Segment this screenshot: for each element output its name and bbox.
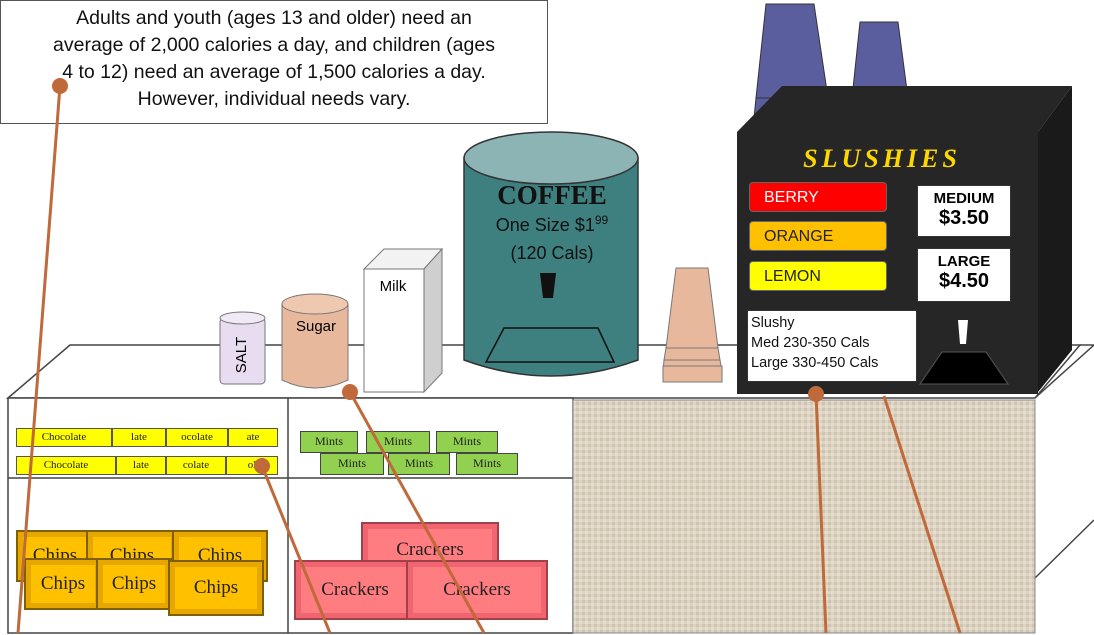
price-size-label: LARGE: [918, 253, 1010, 270]
crackers-box: Crackers: [406, 560, 548, 620]
chocolate-bar: Chocolate: [16, 456, 116, 475]
price-medium: MEDIUM $3.50: [917, 185, 1011, 237]
crackers-box: Crackers: [294, 560, 416, 620]
chocolate-bar: ol: [226, 456, 278, 475]
mints-pack: Mints: [320, 453, 384, 475]
flavor-berry: BERRY: [749, 182, 887, 212]
slushies-title: SLUSHIES: [792, 144, 972, 174]
chocolate-bar: ate: [228, 428, 278, 447]
price-value: $3.50: [918, 207, 1010, 230]
cup-stack-peach: [662, 266, 724, 384]
salt-label: SALT: [222, 333, 262, 377]
flavor-orange: ORANGE: [749, 221, 887, 251]
flavor-lemon: LEMON: [749, 261, 887, 291]
price-size-label: MEDIUM: [918, 190, 1010, 207]
coffee-calories: (120 Cals): [462, 243, 642, 264]
mints-pack: Mints: [366, 431, 430, 453]
coffee-price-cents: 99: [595, 213, 608, 227]
milk-label: Milk: [364, 278, 422, 295]
mints-pack: Mints: [300, 431, 358, 453]
mints-pack: Mints: [436, 431, 498, 453]
chocolate-bar: late: [112, 428, 166, 447]
info-line: Med 230-350 Cals: [751, 333, 913, 353]
chips-bag: Chips: [24, 558, 102, 610]
info-line: Large 330-450 Cals: [751, 353, 913, 373]
chips-bag: Chips: [168, 560, 264, 616]
info-line: Slushy: [751, 313, 913, 333]
chocolate-bar: late: [116, 456, 166, 475]
coffee-size-label: One Size $1: [496, 215, 595, 235]
mints-pack: Mints: [456, 453, 518, 475]
slushy-calorie-info: Slushy Med 230-350 Cals Large 330-450 Ca…: [747, 310, 917, 382]
coffee-price: One Size $199: [462, 213, 642, 236]
chocolate-bar: Chocolate: [16, 428, 112, 447]
chocolate-bar: ocolate: [166, 428, 228, 447]
coffee-title: COFFEE: [462, 180, 642, 211]
price-value: $4.50: [918, 270, 1010, 293]
sugar-label: Sugar: [280, 318, 352, 335]
chips-bag: Chips: [96, 558, 172, 610]
chocolate-bar: colate: [166, 456, 226, 475]
slushie-menu: SLUSHIES BERRY ORANGE LEMON MEDIUM $3.50…: [737, 130, 1037, 394]
sugar-canister: [280, 292, 352, 392]
mints-pack: Mints: [388, 453, 450, 475]
price-large: LARGE $4.50: [917, 248, 1011, 302]
milk-carton: [362, 247, 444, 395]
burlap-panel: [573, 400, 1035, 633]
